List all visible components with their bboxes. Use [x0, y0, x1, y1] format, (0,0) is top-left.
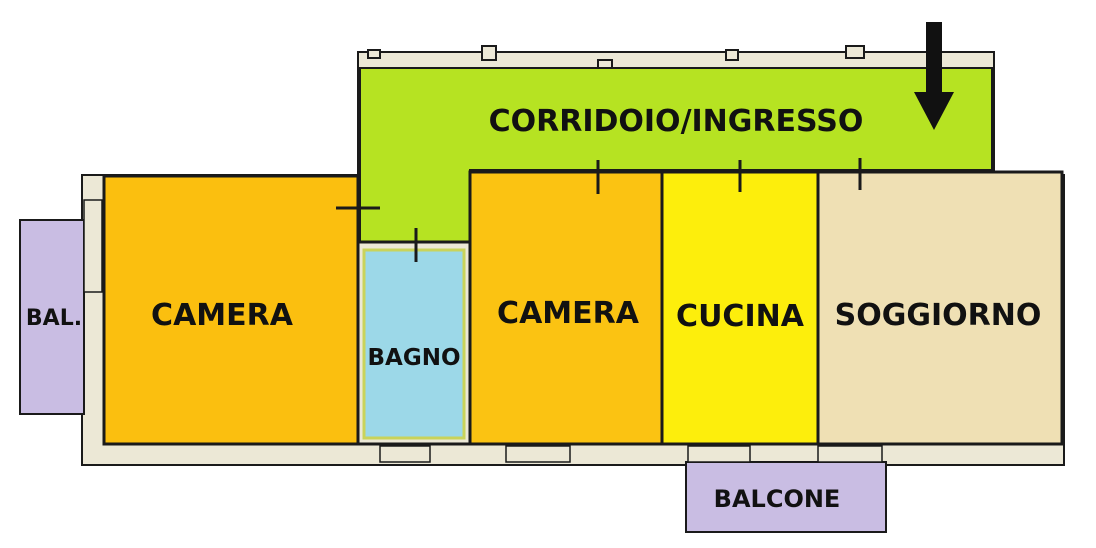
arrow-down-icon [914, 22, 954, 130]
cucina-room [660, 170, 820, 446]
camera-middle-label: CAMERA [497, 296, 640, 331]
windows [83, 199, 883, 463]
camera-left-room [102, 174, 360, 446]
camera-middle-room [468, 170, 664, 446]
top-wall-notches [367, 45, 865, 73]
left-balcony [19, 219, 85, 415]
bottom-balcony-label: BALCONE [714, 485, 841, 513]
soggiorno-room [816, 170, 1064, 446]
cucina-label: CUCINA [676, 299, 805, 334]
bagno-label: BAGNO [367, 345, 460, 371]
corridor-label: CORRIDOIO/INGRESSO [489, 104, 864, 139]
bottom-balcony [685, 461, 887, 533]
door-marks [336, 158, 862, 262]
soggiorno-label: SOGGIORNO [835, 298, 1042, 333]
camera-left-label: CAMERA [151, 298, 294, 333]
bagno-room [362, 248, 466, 440]
left-balcony-label: BAL. [26, 306, 82, 331]
